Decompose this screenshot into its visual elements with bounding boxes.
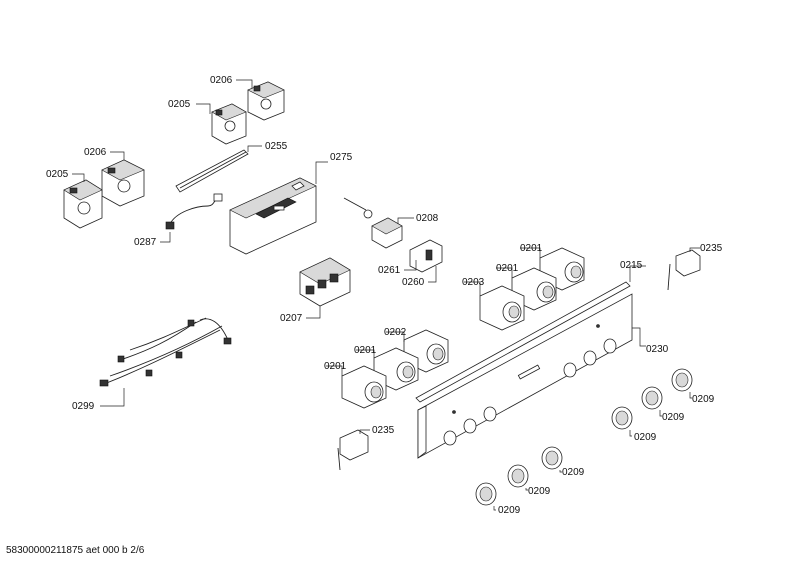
label-0209-5: 0209 (528, 486, 551, 497)
trim-strip-0215 (415, 281, 631, 403)
label-0201-d: 0201 (324, 361, 347, 372)
label-0203: 0203 (462, 277, 485, 288)
switch-block-0205-top (211, 103, 247, 145)
connector-0235-left (337, 429, 369, 471)
knob-bezel-0209-2 (641, 386, 663, 410)
label-0299: 0299 (72, 401, 95, 412)
label-0209-1: 0209 (692, 394, 715, 405)
cable-0287 (165, 193, 223, 230)
label-0235-left: 0235 (372, 425, 395, 436)
terminal-block-0207 (299, 257, 351, 307)
control-panel-0230 (417, 293, 633, 459)
label-0201-c: 0201 (354, 345, 377, 356)
label-0287: 0287 (134, 237, 157, 248)
label-0205-top: 0205 (168, 99, 191, 110)
label-0235-right: 0235 (700, 243, 723, 254)
document-id: 58300000211875 aet 000 b 2/6 (6, 545, 145, 556)
switch-block-0206-top (247, 81, 285, 121)
knob-bezel-0209-1 (671, 368, 693, 392)
label-0275: 0275 (330, 152, 353, 163)
label-0201-a: 0201 (520, 243, 543, 254)
label-0206-top: 0206 (210, 75, 233, 86)
label-0208: 0208 (416, 213, 439, 224)
connector-0235-right (667, 249, 701, 291)
label-0215: 0215 (620, 260, 643, 271)
thermostat-0208 (343, 197, 403, 249)
rail-0255 (175, 149, 249, 193)
knob-housing-0203 (479, 285, 525, 331)
label-0205-left: 0205 (46, 169, 69, 180)
label-0230: 0230 (646, 344, 669, 355)
label-0209-6: 0209 (498, 505, 521, 516)
label-0255: 0255 (265, 141, 288, 152)
label-0209-2: 0209 (662, 412, 685, 423)
switch-block-0205-left (63, 179, 103, 229)
label-0209-4: 0209 (562, 467, 585, 478)
label-0209-3: 0209 (634, 432, 657, 443)
control-module-0275 (229, 177, 317, 255)
label-0207: 0207 (280, 313, 303, 324)
label-0260: 0260 (402, 277, 425, 288)
knob-bezel-0209-3 (611, 406, 633, 430)
knob-housing-0201-d (341, 365, 387, 409)
label-0261: 0261 (378, 265, 401, 276)
knob-bezel-0209-5 (507, 464, 529, 488)
knob-bezel-0209-6 (475, 482, 497, 506)
label-0206-left: 0206 (84, 147, 107, 158)
knob-bezel-0209-4 (541, 446, 563, 470)
bracket-0260 (409, 239, 443, 273)
wiring-harness-0299 (99, 317, 232, 387)
label-0201-b: 0201 (496, 263, 519, 274)
label-0202: 0202 (384, 327, 407, 338)
switch-block-0206-left (101, 159, 145, 207)
